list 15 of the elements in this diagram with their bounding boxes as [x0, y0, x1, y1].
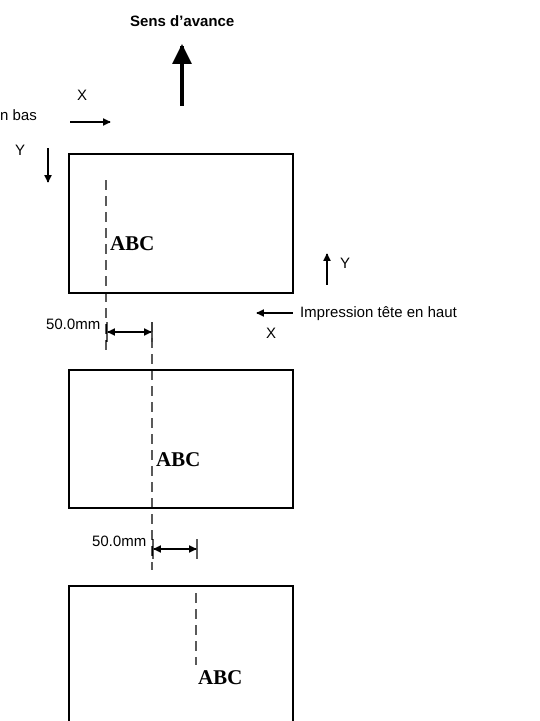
dimension-label: 50.0mm [92, 534, 146, 549]
axis-label: X [266, 326, 276, 341]
sample-text: ABC [198, 667, 242, 688]
heading: Sens d’avance [130, 14, 234, 29]
axis-label: Y [15, 143, 26, 158]
axis-label: Y [340, 256, 350, 271]
sample-text: ABC [156, 449, 200, 470]
label-box [68, 153, 294, 294]
orientation-label: n bas [0, 108, 37, 123]
sample-text: ABC [110, 233, 154, 254]
axis-label: X [77, 88, 88, 103]
orientation-label: Impression tête en haut [300, 305, 457, 320]
dimension-label: 50.0mm [46, 317, 100, 332]
label-box [68, 369, 294, 509]
label-box [68, 585, 294, 721]
